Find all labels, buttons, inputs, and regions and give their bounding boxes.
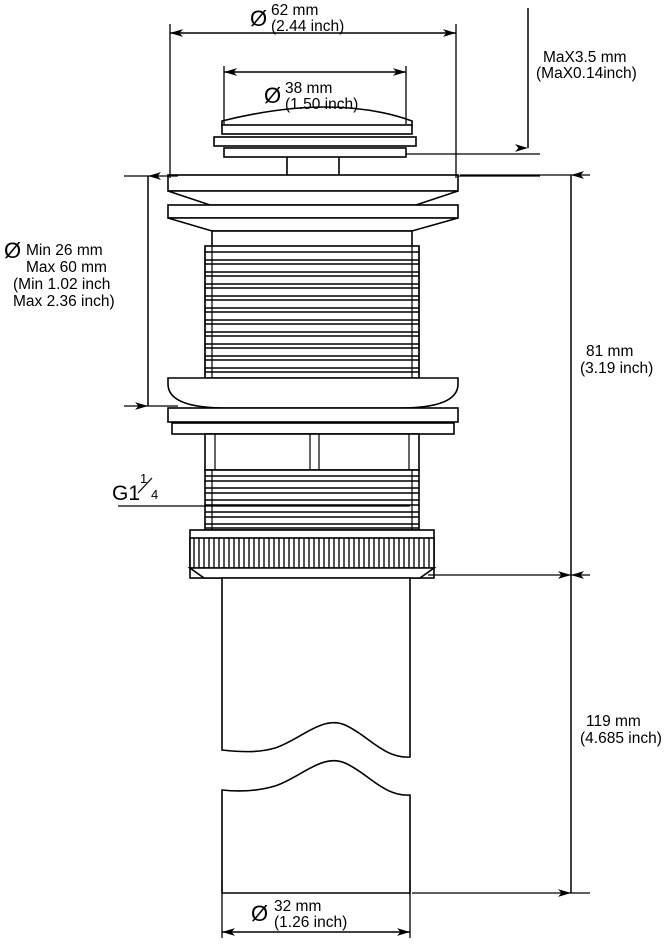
thread-spec-numerator: 1 — [140, 471, 147, 486]
lower-thread-section — [204, 469, 420, 531]
dim-label-38-mm: 38 mm — [285, 80, 332, 97]
stopper-cap-assembly — [213, 106, 417, 176]
dim-upper-height: 81 mm (3.19 inch) — [428, 171, 653, 579]
dim-tail-diameter: Ø 32 mm (1.26 inch) — [221, 880, 411, 938]
lock-nut-knurl-ridges — [193, 538, 430, 568]
dim-label-62-inch: (2.44 inch) — [271, 18, 344, 35]
dim-label-81-inch: (3.19 inch) — [580, 360, 653, 377]
dim-label-gap-inch: (MaX0.14inch) — [536, 65, 637, 82]
gasket-bowl-shape — [167, 377, 459, 409]
dimension-annotations: Ø 62 mm (2.44 inch) Ø 38 mm (1.50 inch) … — [4, 2, 662, 938]
tailpiece-tube — [221, 577, 411, 894]
dim-label-81-mm: 81 mm — [586, 343, 633, 360]
lower-plate-lower — [171, 422, 455, 435]
cap-dome — [221, 106, 413, 127]
mid-body-section — [204, 433, 420, 471]
thread-spec-prefix: G1 — [112, 482, 140, 505]
lower-thread-crest-notches — [211, 470, 413, 530]
flange-washer-taper — [167, 217, 459, 232]
dim-label-basin-line3: (Min 1.02 inch — [13, 276, 110, 293]
top-flange — [167, 174, 459, 232]
flange-washer-plate — [167, 204, 459, 219]
cap-plate-middle — [213, 136, 417, 147]
dim-label-basin-line4: Max 2.36 inch) — [13, 293, 115, 310]
rubber-gasket-bowl — [167, 377, 459, 409]
dim-lower-height: 119 mm (4.685 inch) — [412, 571, 662, 897]
tailpiece-upper — [221, 577, 411, 758]
dim-label-gap-mm: MaX3.5 mm — [543, 49, 627, 66]
dim-cap-gap: MaX3.5 mm (MaX0.14inch) — [406, 8, 637, 177]
thread-spec-denominator: 4 — [151, 487, 158, 502]
dim-cap-diameter: Ø 38 mm (1.50 inch) — [223, 66, 407, 124]
dim-label-32-mm: 32 mm — [274, 898, 321, 915]
dim-label-basin-line2: Max 60 mm — [26, 259, 107, 276]
flange-taper — [167, 190, 459, 206]
diameter-symbol-32: Ø — [251, 901, 268, 926]
dim-label-basin-line1: Min 26 mm — [26, 242, 103, 259]
upper-thread-section — [204, 245, 420, 381]
cap-plate-upper — [221, 124, 413, 135]
mid-body-wall — [204, 433, 420, 471]
lower-plate-upper — [167, 407, 459, 423]
dim-label-62-mm: 62 mm — [271, 2, 318, 19]
flange-top-plate — [167, 174, 459, 192]
dim-label-38-inch: (1.50 inch) — [285, 96, 358, 113]
diameter-symbol-62: Ø — [250, 6, 267, 31]
diameter-symbol-basin: Ø — [4, 238, 21, 263]
diameter-symbol-38: Ø — [264, 83, 281, 108]
lower-thread-lines — [205, 475, 419, 529]
upper-thread-crest-notches — [204, 246, 420, 380]
dim-label-119-inch: (4.685 inch) — [580, 730, 662, 747]
upper-body-wall — [211, 230, 413, 248]
tailpiece-lower — [221, 759, 411, 894]
lower-flange-plates — [167, 407, 459, 435]
upper-body-cylinder — [211, 230, 413, 248]
lock-nut-knurl-band — [189, 537, 435, 569]
mid-body-ribs — [214, 434, 410, 470]
thread-spec-fraction-bar — [137, 477, 153, 494]
lock-nut-chamfer — [187, 567, 437, 579]
dim-label-32-inch: (1.26 inch) — [274, 914, 347, 931]
dim-label-119-mm: 119 mm — [586, 713, 641, 730]
part-geometry — [167, 106, 459, 894]
cap-plate-lower — [223, 147, 407, 158]
thread-spec-callout: G1 1 4 — [112, 471, 410, 507]
knurled-lock-nut — [187, 529, 437, 579]
dim-basin-thickness: Ø Min 26 mm Max 60 mm (Min 1.02 inch Max… — [4, 172, 178, 410]
upper-thread-body — [204, 245, 420, 381]
dim-flange-diameter: Ø 62 mm (2.44 inch) — [169, 2, 457, 178]
